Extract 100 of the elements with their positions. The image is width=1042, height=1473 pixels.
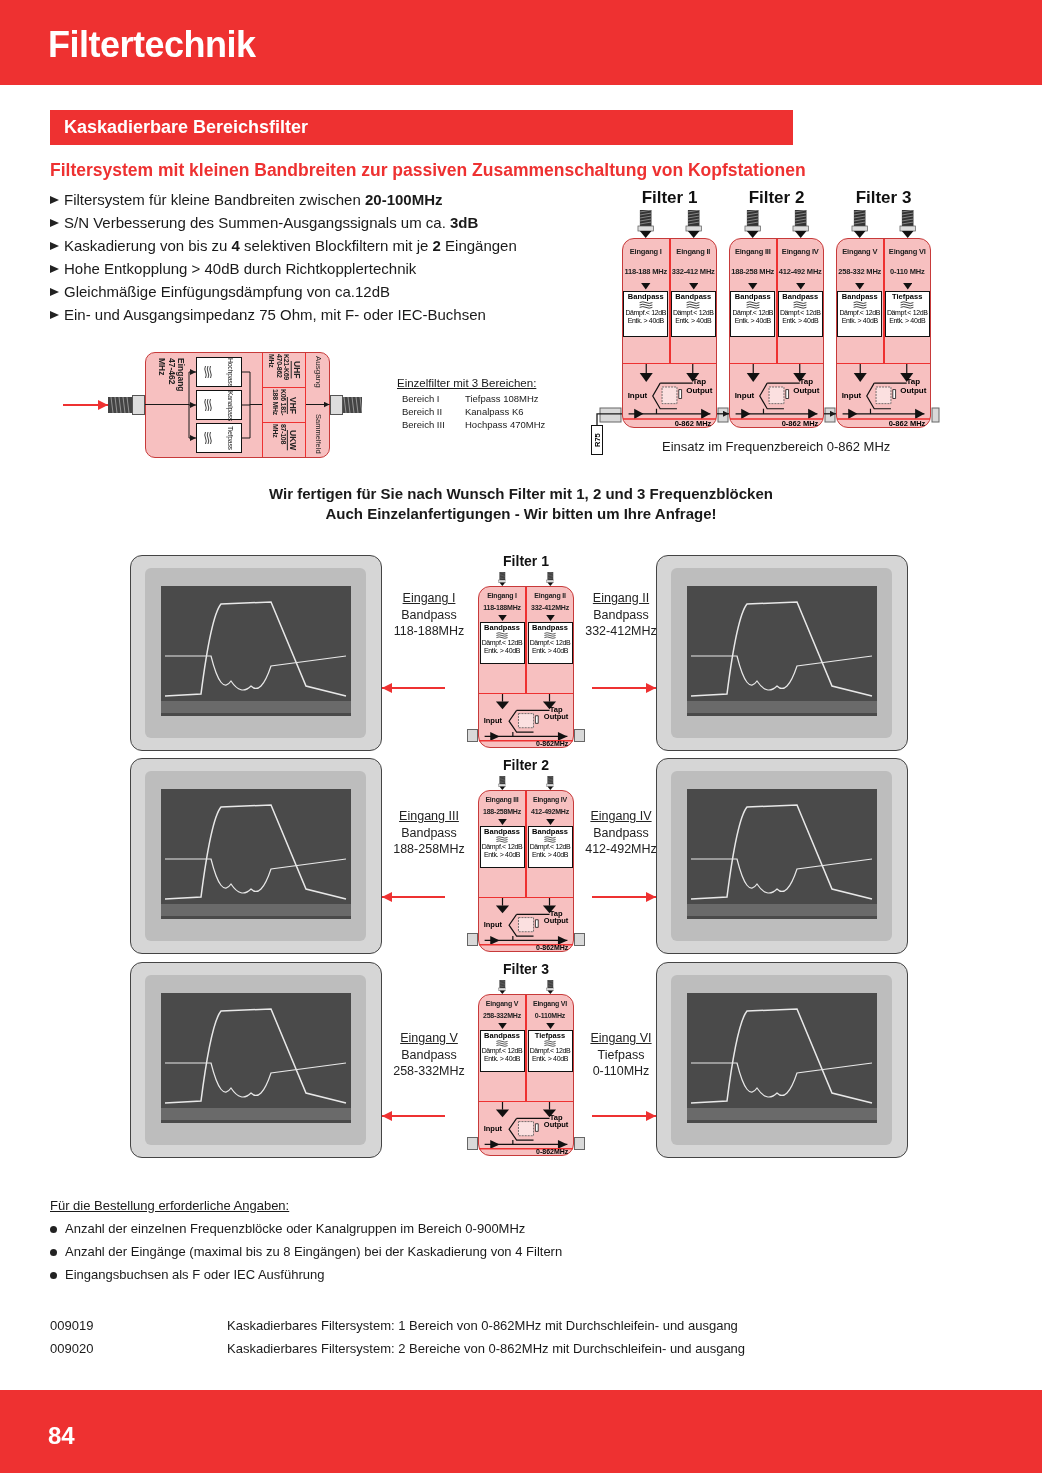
channel-panel: [479, 587, 526, 693]
filter-box: [196, 357, 242, 387]
filter-box: [623, 290, 669, 337]
input-name: Eingang I: [402, 590, 456, 607]
channel-panel: [479, 995, 526, 1101]
filter-info: Bandpass: [593, 824, 649, 841]
arrow: [591, 892, 657, 902]
filter-info: 258-332MHz: [393, 1063, 465, 1080]
table-text: Bereich II: [402, 406, 444, 418]
coax-connector-drawing: [108, 395, 145, 415]
table-heading: Einzelfilter mit 3 Bereichen:: [397, 377, 538, 391]
arrow: [381, 683, 446, 693]
port-label: Input: [627, 390, 648, 400]
feature-item: Filtersystem für kleine Bandbreiten zwischen 20-100MHz: [50, 191, 624, 209]
arrow: [716, 410, 730, 418]
arrow: [381, 892, 446, 902]
section-heading: Kaskadierbare Bereichsfilter: [50, 110, 793, 145]
filter-box: [884, 290, 930, 337]
order-item: Anzahl der einzelnen Frequenzblöcke oder Kanalgruppen im Bereich 0-900MHz: [50, 1221, 765, 1237]
channel-panel: [837, 239, 884, 364]
filter-info: 0-110MHz: [592, 1063, 650, 1080]
order-text: 009020: [50, 1341, 95, 1357]
port-label: Input: [841, 390, 862, 400]
band-name: VHF: [287, 396, 297, 414]
table-text: Kanalpass K6: [465, 406, 525, 418]
module-heading: Filter 3: [502, 960, 550, 979]
channel-panel: [730, 239, 777, 364]
port-label: Tap Output: [792, 378, 821, 395]
table-text: Tiefpass 108MHz: [465, 393, 540, 405]
filter-info: 332-412MHz: [585, 623, 657, 640]
port-label: Input: [734, 390, 755, 400]
channel-panel: [669, 239, 716, 364]
filter-info: Bandpass: [401, 606, 457, 623]
port-label: Tap Output: [899, 378, 928, 395]
notice-text: Wir fertigen für Sie nach Wunsch Filter mit 1, 2 und 3 Frequenzblöcken: [268, 485, 774, 503]
arrow: [381, 1111, 446, 1121]
input-name: Eingang IV: [590, 808, 652, 825]
filter-box: [527, 622, 573, 664]
order-text: Kaskadierbares Filtersystem: 1 Bereich von 0-862MHz mit Durchschleifein- und ausgang: [227, 1318, 739, 1334]
arrow: [305, 401, 330, 408]
filter-box: [837, 290, 883, 337]
module-heading: Filter 1: [502, 552, 550, 571]
channel-panel: [623, 239, 670, 364]
module-heading: Filter 3: [854, 187, 913, 209]
order-item: Anzahl der Eingänge (maximal bis zu 8 Eingängen) bei der Kaskadierung von 4 Filtern: [50, 1244, 765, 1260]
order-item: Eingangsbuchsen als F oder IEC Ausführung: [50, 1267, 765, 1283]
analyzer-screen-drawing: [130, 758, 382, 954]
band-name: UHF: [291, 361, 301, 379]
feature-item: Kaskadierung von bis zu 4 selektiven Blockfiltern mit je 2 Eingängen: [50, 237, 624, 255]
page-title: Filtertechnik: [48, 24, 256, 66]
filter-info: 412-492MHz: [585, 841, 657, 858]
analyzer-screen-drawing: [656, 555, 908, 751]
filter-box: [479, 826, 525, 868]
filter-info: 188-258MHz: [393, 841, 465, 858]
filter-box: [527, 826, 573, 868]
filter-box: [196, 390, 242, 420]
order-text: Kaskadierbares Filtersystem: 2 Bereiche von 0-862MHz mit Durchschleifein- und ausgang: [227, 1341, 747, 1357]
channel-panel: [526, 995, 573, 1101]
band-name: UKW: [287, 429, 297, 451]
channel-panel: [776, 239, 823, 364]
input-name: Eingang VI: [590, 1030, 652, 1047]
filter-box: [479, 622, 525, 664]
table-text: Hochpass 470MHz: [465, 419, 547, 431]
arrow: [823, 410, 837, 418]
table-text: Bereich III: [402, 419, 446, 431]
connector-line: [596, 413, 623, 426]
module-heading: Filter 2: [502, 756, 550, 775]
arrow: [591, 1111, 657, 1121]
filter-info: Bandpass: [401, 824, 457, 841]
analyzer-screen-drawing: [656, 758, 908, 954]
module-heading: Filter 2: [747, 187, 806, 209]
table-text: Bereich I: [402, 393, 441, 405]
input-name: Eingang III: [399, 808, 459, 825]
filter-box: [479, 1030, 525, 1072]
filter-info: 118-188MHz: [393, 623, 465, 640]
filter-info: Bandpass: [593, 606, 649, 623]
module-heading: Filter 1: [640, 187, 699, 209]
diagram-caption: Einsatz im Frequenzbereich 0-862 MHz: [662, 439, 892, 455]
filter-housing: [145, 352, 330, 458]
filter-info: Bandpass: [401, 1046, 457, 1063]
input-name: Eingang V: [400, 1030, 458, 1047]
output-label: Ausgang: [313, 356, 322, 388]
filter-box: [777, 290, 823, 337]
analyzer-screen-drawing: [130, 962, 382, 1158]
filter-box: [670, 290, 716, 337]
channel-panel: [479, 791, 526, 897]
analyzer-screen-drawing: [656, 962, 908, 1158]
subheading: Filtersystem mit kleinen Bandbreiten zur passiven Zusammenschaltung von Kopfstationen: [50, 160, 807, 181]
feature-item: Hohe Entkopplung > 40dB durch Richtkopplertechnik: [50, 260, 624, 278]
channel-panel: [526, 791, 573, 897]
order-text: 009019: [50, 1318, 95, 1334]
input-label: Eingang 47-462 MHz: [157, 358, 185, 394]
feature-item: S/N Verbesserung des Summen-Ausgangssignals um ca. 3dB: [50, 214, 624, 232]
filter-box: [527, 1030, 573, 1072]
arrow: [62, 400, 109, 410]
feature-item: Gleichmäßige Einfügungsdämpfung von ca.12dB: [50, 283, 624, 301]
input-name: Eingang II: [592, 590, 650, 607]
filter-box: [196, 423, 242, 453]
feature-item: Ein- und Ausgangsimpedanz 75 Ohm, mit F- oder IEC-Buchsen: [50, 306, 624, 324]
notice-text: Auch Einzelanfertigungen - Wir bitten um Ihre Anfrage!: [324, 505, 718, 523]
